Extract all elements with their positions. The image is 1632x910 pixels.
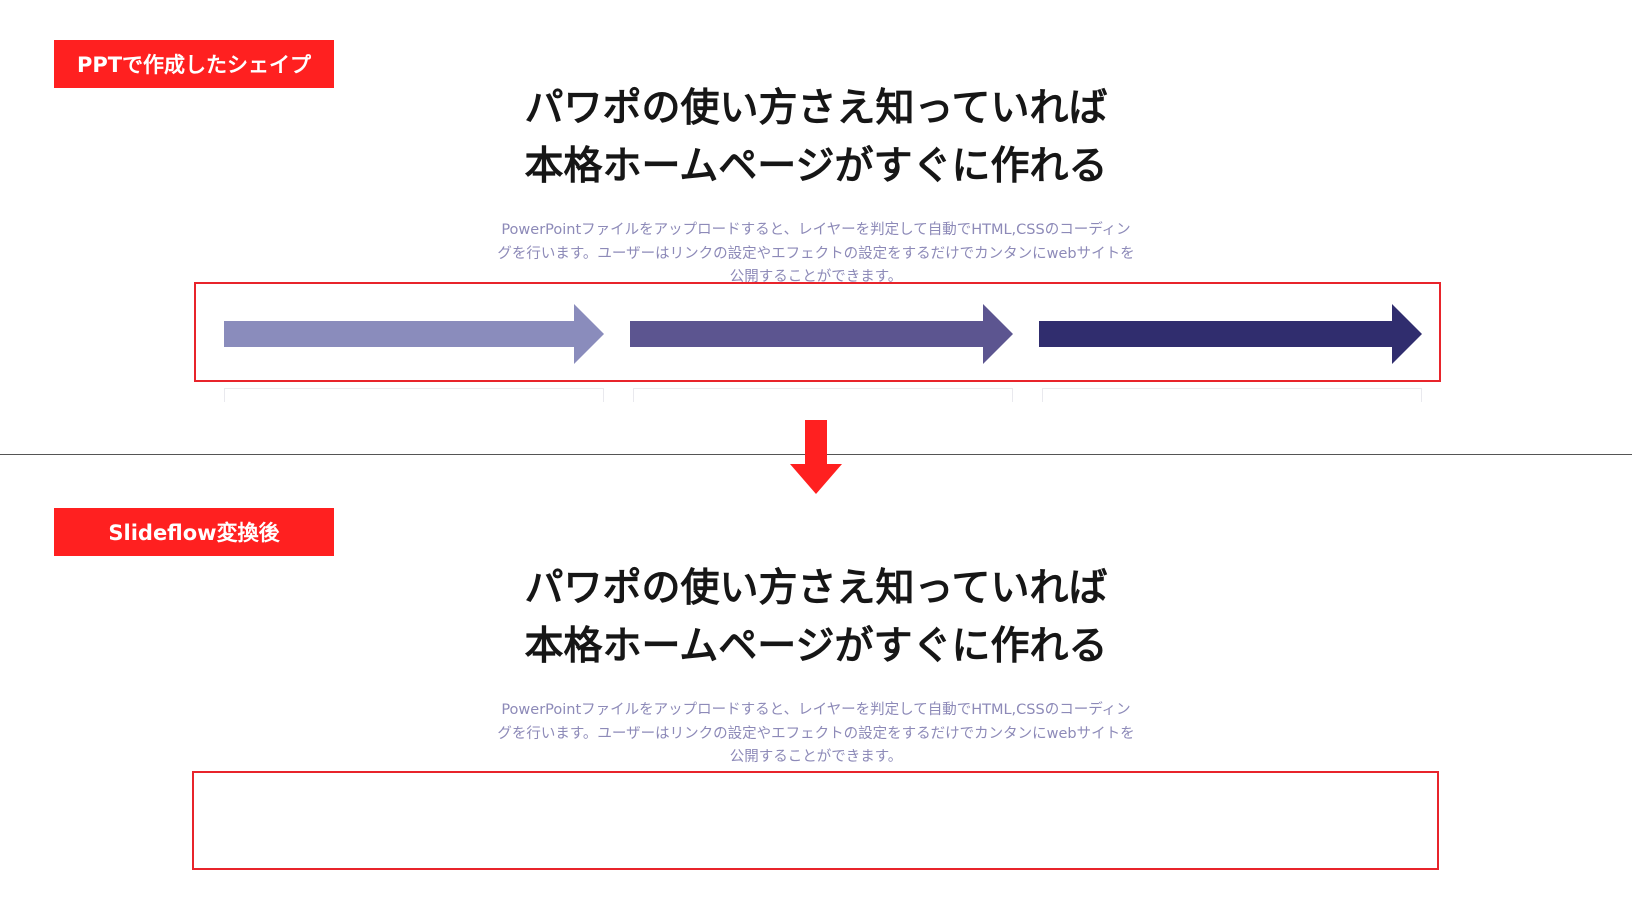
- top-hero-description: PowerPointファイルをアップロードすると、レイヤーを判定して自動でHTM…: [460, 219, 1172, 290]
- bottom-hero-title: パワポの使い方さえ知っていれば 本格ホームページがすぐに作れる: [360, 560, 1272, 676]
- arrow-dark-shape: [1039, 304, 1422, 364]
- arrow-down-icon: [790, 420, 842, 494]
- arrow-mid-shape: [630, 304, 1013, 364]
- bottom-hero-description: PowerPointファイルをアップロードすると、レイヤーを判定して自動でHTM…: [460, 699, 1172, 770]
- slideflow-converted-label-badge: Slideflow変換後: [54, 508, 334, 556]
- step-card-outline: [633, 388, 1013, 402]
- bottom-hero-title-line-1: パワポの使い方さえ知っていれば: [524, 566, 1108, 611]
- step-card-outline: [224, 388, 604, 402]
- ppt-shapes-highlight-frame: [194, 282, 1441, 382]
- arrow-down-shape: [790, 420, 842, 494]
- step-card-outline: [1042, 388, 1422, 402]
- ppt-shape-label-badge: PPTで作成したシェイプ: [54, 40, 334, 88]
- top-hero-title-line-1: パワポの使い方さえ知っていれば: [524, 86, 1108, 131]
- top-hero-title-line-2: 本格ホームページがすぐに作れる: [524, 144, 1108, 189]
- arrow-light-shape: [224, 304, 604, 364]
- converted-shapes-highlight-frame: [192, 771, 1439, 870]
- arrow-right-icon: [1039, 304, 1422, 364]
- bottom-desc-line-3: 公開することができます。: [729, 749, 903, 765]
- arrow-right-icon: [630, 304, 1013, 364]
- arrow-right-icon: [224, 304, 604, 364]
- bottom-desc-line-2: グを行います。ユーザーはリンクの設定やエフェクトの設定をするだけでカンタンにwe…: [497, 725, 1135, 742]
- bottom-desc-line-1: PowerPointファイルをアップロードすると、レイヤーを判定して自動でHTM…: [501, 702, 1131, 718]
- top-desc-line-1: PowerPointファイルをアップロードすると、レイヤーを判定して自動でHTM…: [501, 222, 1131, 238]
- bottom-hero-title-line-2: 本格ホームページがすぐに作れる: [524, 624, 1108, 669]
- top-desc-line-2: グを行います。ユーザーはリンクの設定やエフェクトの設定をするだけでカンタンにwe…: [497, 245, 1135, 262]
- top-desc-line-3: 公開することができます。: [729, 269, 903, 285]
- top-hero-title: パワポの使い方さえ知っていれば 本格ホームページがすぐに作れる: [360, 80, 1272, 196]
